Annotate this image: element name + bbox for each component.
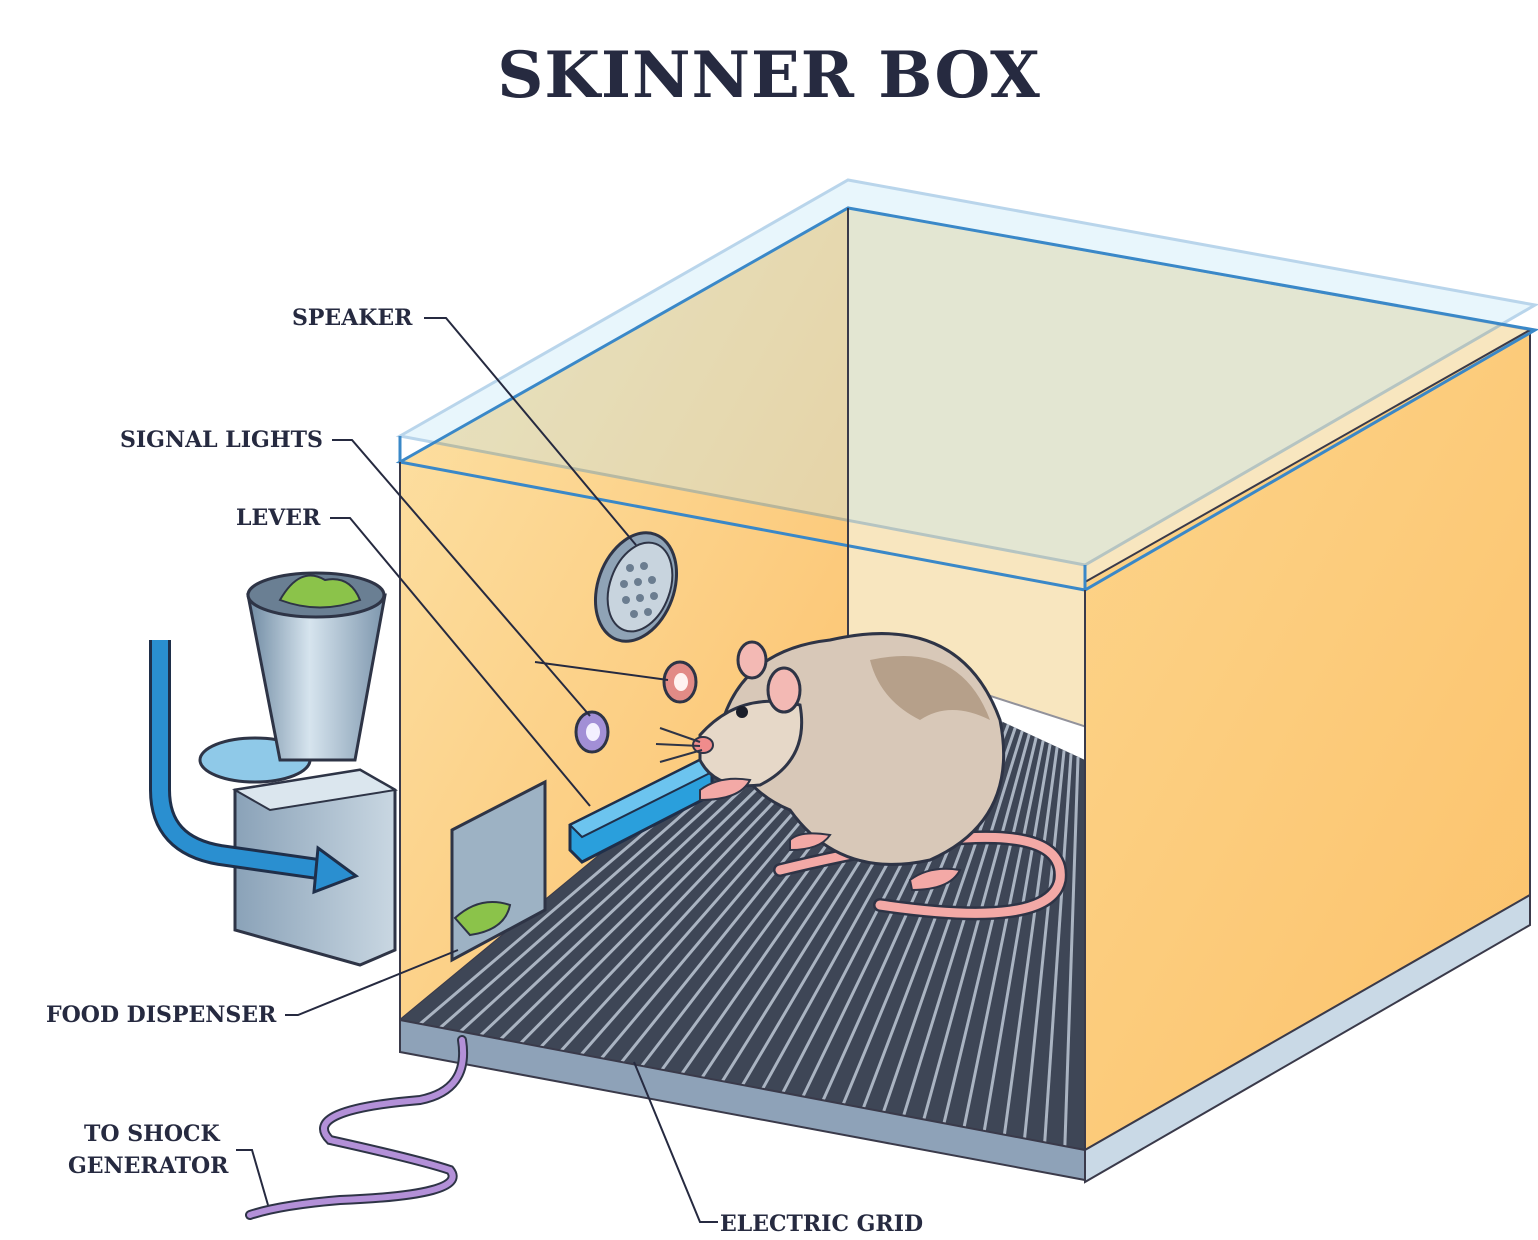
- label-food-dispenser: FOOD DISPENSER: [46, 999, 276, 1031]
- label-shock-line1: TO SHOCK: [84, 1118, 220, 1150]
- label-electric-grid: ELECTRIC GRID: [720, 1208, 923, 1240]
- signal-light-red-icon: [664, 662, 696, 702]
- label-signal-lights: SIGNAL LIGHTS: [120, 424, 323, 456]
- signal-light-purple-icon: [576, 712, 608, 752]
- food-dispenser-machine: [200, 573, 395, 965]
- label-shock-line2: GENERATOR: [68, 1150, 228, 1182]
- label-speaker: SPEAKER: [292, 302, 412, 334]
- label-lever: LEVER: [236, 502, 320, 534]
- shock-cable: [250, 1040, 463, 1215]
